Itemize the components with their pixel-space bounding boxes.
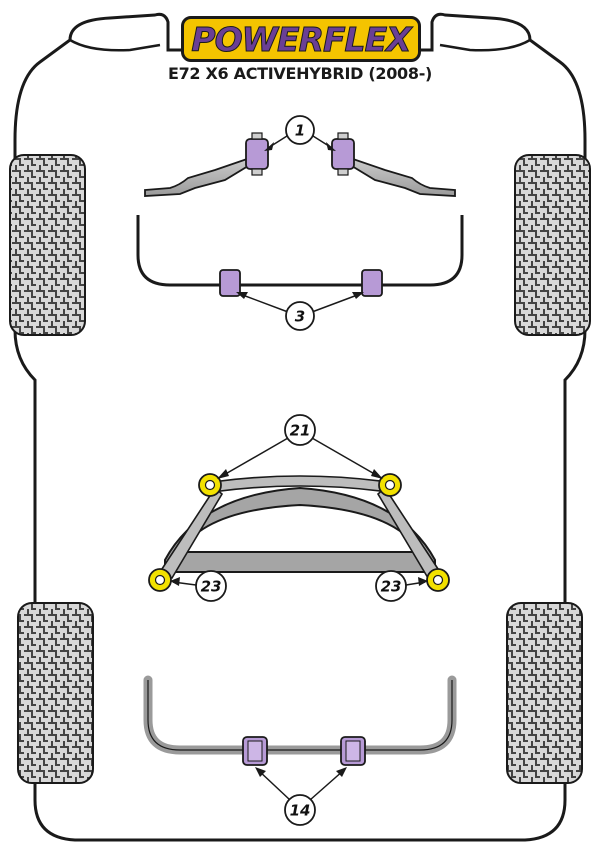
- front-left-link-bush: [245, 132, 269, 176]
- callout-23-right: 23: [375, 570, 407, 602]
- rear-left-tyre: [17, 602, 94, 784]
- front-left-arb-bush: [219, 269, 241, 297]
- callout-14-leader-left: [257, 769, 291, 801]
- subframe-bush-front-left: [148, 568, 172, 592]
- callout-3-leader-left: [239, 293, 289, 313]
- front-right-arb-bush: [361, 269, 383, 297]
- callout-14: 14: [284, 794, 316, 826]
- callout-1-arrow-right: [326, 142, 336, 151]
- front-left-tyre: [9, 154, 86, 336]
- callout-23-arrow-left: [170, 577, 180, 586]
- front-left-corner: [69, 38, 161, 52]
- callout-1-label: 1: [295, 122, 305, 140]
- callout-3: 3: [285, 301, 315, 331]
- callout-21: 21: [284, 414, 316, 446]
- model-title: E72 X6 ACTIVEHYBRID (2008-): [167, 64, 433, 83]
- callout-3-leader-right: [311, 293, 361, 313]
- callout-14-arrow-left: [255, 767, 266, 777]
- callout-3-label: 3: [295, 308, 305, 326]
- subframe-bush-front-right: [426, 568, 450, 592]
- rear-left-arb-bush: [242, 736, 268, 766]
- powerflex-logo: POWERFLEX: [181, 16, 421, 62]
- rear-right-arb-bush: [340, 736, 366, 766]
- callout-21-arrow-right: [371, 469, 383, 479]
- callout-23-right-label: 23: [381, 578, 402, 596]
- callout-23-left: 23: [195, 570, 227, 602]
- rear-anti-roll-bar-edge: [147, 680, 453, 751]
- callout-3-arrow-right: [352, 292, 364, 299]
- callout-3-arrow-left: [236, 292, 248, 299]
- front-anti-roll-bar: [136, 215, 464, 287]
- subframe-bush-rear-left: [198, 473, 222, 497]
- callout-21-leader-left: [221, 437, 289, 477]
- front-right-tyre: [514, 154, 591, 336]
- callout-14-label: 14: [290, 802, 311, 820]
- front-left-drop-link: [144, 147, 260, 197]
- callout-14-leader-right: [309, 769, 345, 801]
- callout-1: 1: [285, 115, 315, 145]
- callout-21-leader-right: [311, 437, 379, 477]
- front-right-link-bush: [331, 132, 355, 176]
- rear-right-tyre: [506, 602, 583, 784]
- callout-21-label: 21: [290, 422, 311, 440]
- logo-text: POWERFLEX: [191, 19, 412, 59]
- callout-23-left-label: 23: [201, 578, 222, 596]
- front-right-corner: [439, 38, 531, 52]
- callout-1-arrow-left: [264, 142, 274, 151]
- callout-23-arrow-right: [418, 577, 428, 586]
- subframe-bush-rear-right: [378, 473, 402, 497]
- front-right-drop-link: [340, 147, 456, 197]
- callout-21-arrow-left: [217, 469, 229, 479]
- callout-14-arrow-right: [336, 767, 347, 777]
